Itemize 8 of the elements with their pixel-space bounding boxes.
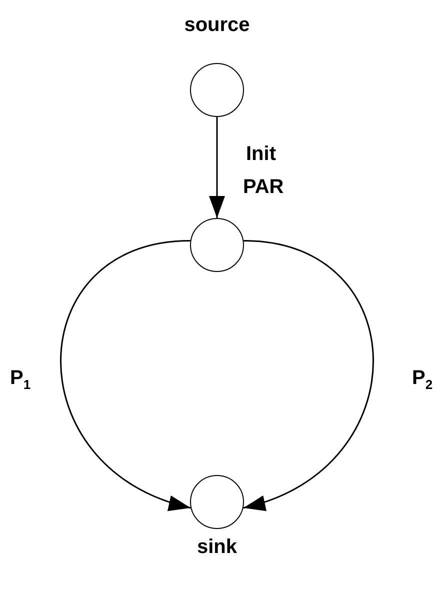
edge-label: P$_{2}$ [412,368,433,391]
arrow [209,117,225,218]
node-label: source [184,15,250,35]
edge-label: P$_{1}$ [10,368,31,391]
node-label: PAR [243,177,284,197]
arrow [60,240,191,509]
arrow [243,240,374,509]
node-label: sink [196,537,238,557]
